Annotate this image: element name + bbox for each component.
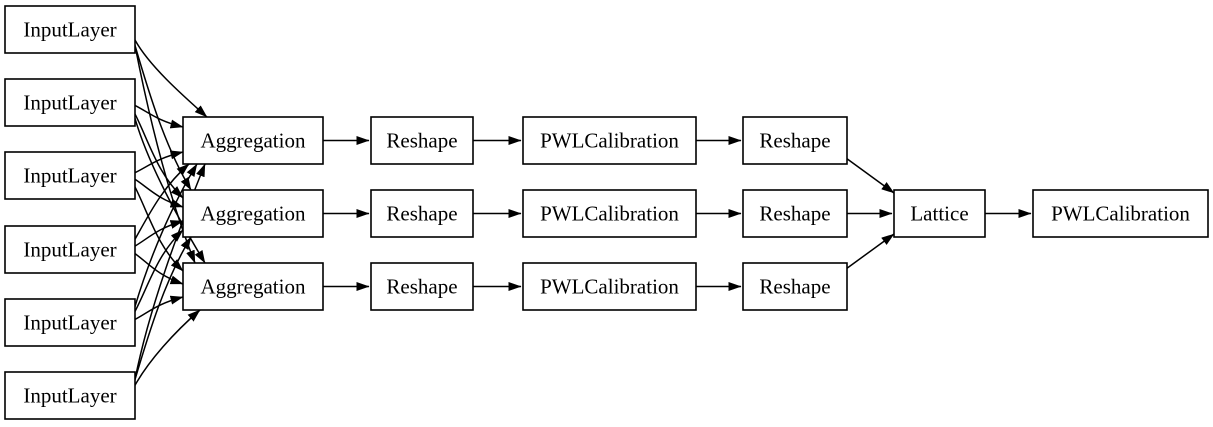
edge-input-1-to-agg-1 bbox=[134, 39, 208, 118]
node-label-input-2: InputLayer bbox=[23, 91, 116, 115]
diagram-nodes: InputLayerInputLayerInputLayerInputLayer… bbox=[4, 5, 1209, 420]
node-box-reshape-1b bbox=[742, 116, 848, 165]
node-reshape-1a: Reshape bbox=[370, 116, 474, 165]
node-box-agg-2 bbox=[182, 189, 324, 238]
edge-reshape-1b-to-lattice bbox=[846, 158, 895, 194]
node-box-agg-1 bbox=[182, 116, 324, 165]
node-label-input-3: InputLayer bbox=[23, 164, 116, 188]
node-label-pwl-out: PWLCalibration bbox=[1051, 202, 1190, 226]
edge-input-6-to-agg-3 bbox=[134, 309, 201, 386]
node-box-input-3 bbox=[4, 151, 136, 200]
edge-input-6-to-agg-1 bbox=[134, 163, 206, 380]
node-box-reshape-2b bbox=[742, 189, 848, 238]
diagram-edges bbox=[134, 39, 1032, 386]
node-label-pwl-2: PWLCalibration bbox=[540, 202, 679, 226]
node-agg-3: Aggregation bbox=[182, 262, 324, 311]
node-label-reshape-1b: Reshape bbox=[759, 129, 830, 153]
node-label-lattice: Lattice bbox=[910, 202, 968, 226]
edge-input-4-to-agg-3 bbox=[134, 253, 184, 285]
node-reshape-2a: Reshape bbox=[370, 189, 474, 238]
node-box-input-2 bbox=[4, 78, 136, 127]
node-box-input-6 bbox=[4, 371, 136, 420]
node-label-reshape-3a: Reshape bbox=[386, 275, 457, 299]
node-box-input-1 bbox=[4, 5, 136, 54]
node-label-reshape-1a: Reshape bbox=[386, 129, 457, 153]
node-box-reshape-3b bbox=[742, 262, 848, 311]
node-box-pwl-2 bbox=[522, 189, 697, 238]
node-label-agg-3: Aggregation bbox=[201, 275, 306, 299]
edge-input-2-to-agg-1 bbox=[134, 104, 184, 129]
node-box-agg-3 bbox=[182, 262, 324, 311]
node-reshape-3b: Reshape bbox=[742, 262, 848, 311]
edge-input-3-to-agg-1 bbox=[134, 150, 184, 174]
node-box-reshape-2a bbox=[370, 189, 474, 238]
edge-input-5-to-agg-3 bbox=[134, 295, 184, 321]
node-label-input-4: InputLayer bbox=[23, 238, 116, 262]
edge-input-4-to-agg-2 bbox=[134, 220, 184, 247]
edge-input-5-to-agg-1 bbox=[134, 163, 198, 307]
node-box-input-5 bbox=[4, 298, 136, 347]
node-label-input-1: InputLayer bbox=[23, 18, 116, 42]
node-label-pwl-1: PWLCalibration bbox=[540, 129, 679, 153]
edge-input-2-to-agg-3 bbox=[134, 118, 206, 264]
node-agg-1: Aggregation bbox=[182, 116, 324, 165]
edge-input-3-to-agg-3 bbox=[134, 186, 184, 272]
node-label-pwl-3: PWLCalibration bbox=[540, 275, 679, 299]
node-box-input-4 bbox=[4, 225, 136, 274]
edge-reshape-3b-to-lattice bbox=[846, 233, 895, 269]
node-input-1: InputLayer bbox=[4, 5, 136, 54]
node-reshape-2b: Reshape bbox=[742, 189, 848, 238]
node-input-2: InputLayer bbox=[4, 78, 136, 127]
node-label-reshape-3b: Reshape bbox=[759, 275, 830, 299]
node-box-pwl-out bbox=[1032, 189, 1209, 238]
node-lattice: Lattice bbox=[893, 189, 986, 238]
node-box-pwl-3 bbox=[522, 262, 697, 311]
node-label-reshape-2a: Reshape bbox=[386, 202, 457, 226]
node-box-lattice bbox=[893, 189, 986, 238]
node-label-input-5: InputLayer bbox=[23, 311, 116, 335]
node-pwl-out: PWLCalibration bbox=[1032, 189, 1209, 238]
node-label-agg-1: Aggregation bbox=[201, 129, 306, 153]
node-pwl-3: PWLCalibration bbox=[522, 262, 697, 311]
node-input-3: InputLayer bbox=[4, 151, 136, 200]
node-pwl-2: PWLCalibration bbox=[522, 189, 697, 238]
node-box-pwl-1 bbox=[522, 116, 697, 165]
node-reshape-3a: Reshape bbox=[370, 262, 474, 311]
edge-input-3-to-agg-2 bbox=[134, 178, 184, 208]
node-label-agg-2: Aggregation bbox=[201, 202, 306, 226]
node-box-reshape-3a bbox=[370, 262, 474, 311]
node-input-4: InputLayer bbox=[4, 225, 136, 274]
edge-input-2-to-agg-2 bbox=[134, 113, 184, 199]
node-input-5: InputLayer bbox=[4, 298, 136, 347]
edge-input-6-to-agg-2 bbox=[134, 236, 192, 380]
node-agg-2: Aggregation bbox=[182, 189, 324, 238]
node-box-reshape-1a bbox=[370, 116, 474, 165]
node-label-input-6: InputLayer bbox=[23, 384, 116, 408]
node-label-reshape-2b: Reshape bbox=[759, 202, 830, 226]
node-reshape-1b: Reshape bbox=[742, 116, 848, 165]
node-pwl-1: PWLCalibration bbox=[522, 116, 697, 165]
node-input-6: InputLayer bbox=[4, 371, 136, 420]
edge-input-5-to-agg-2 bbox=[134, 229, 184, 312]
edge-input-4-to-agg-1 bbox=[134, 163, 190, 240]
